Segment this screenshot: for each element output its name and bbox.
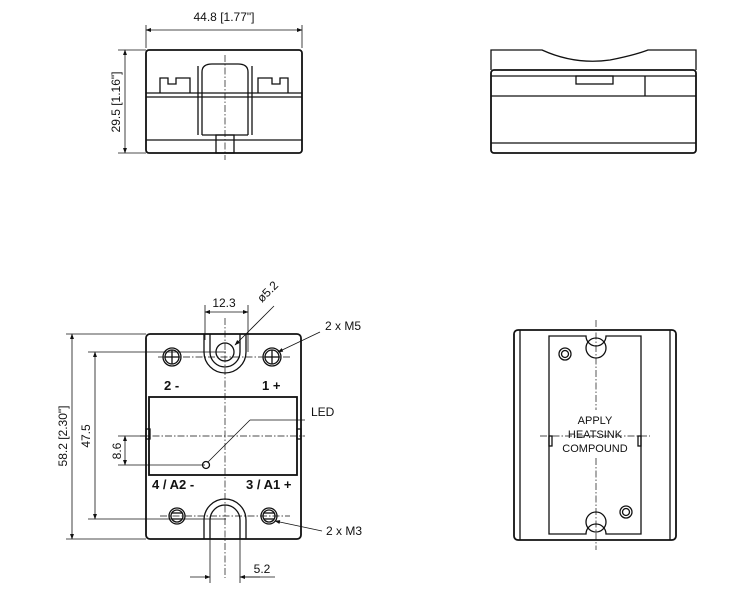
mount-pitch-dimension: 47.5 bbox=[79, 424, 93, 448]
led-callout: LED bbox=[311, 405, 335, 419]
front-height-dimension: 58.2 [2.30"] bbox=[56, 406, 70, 467]
slot-width-dimension: 5.2 bbox=[254, 562, 271, 576]
top-view-body bbox=[145, 49, 303, 154]
heatsink-label-line3: COMPOUND bbox=[562, 443, 627, 455]
terminal-1-label: 1 + bbox=[262, 378, 281, 393]
back-view: APPLY HEATSINK COMPOUND bbox=[513, 320, 677, 550]
front-view: 58.2 [2.30"] 47.5 8.6 12.3 ø5.2 bbox=[56, 278, 362, 583]
front-view-body bbox=[145, 333, 302, 540]
hole-spacing-dimension: 12.3 bbox=[212, 296, 236, 310]
heatsink-label-line1: APPLY bbox=[578, 415, 613, 427]
top-width-dimension: 44.8 [1.77"] bbox=[194, 10, 255, 24]
side-view bbox=[490, 49, 697, 154]
heatsink-label-line2: HEATSINK bbox=[568, 429, 623, 441]
top-height-dimension: 29.5 [1.16"] bbox=[109, 72, 123, 133]
side-view-body bbox=[490, 69, 697, 154]
top-view: 44.8 [1.77"] 29.5 [1.16"] bbox=[109, 10, 303, 160]
hole-diameter-callout: ø5.2 bbox=[254, 278, 281, 305]
screw-m3-callout: 2 x M3 bbox=[326, 524, 362, 538]
terminal-3-label: 3 / A1 + bbox=[246, 477, 292, 492]
led-indicator bbox=[201, 460, 211, 470]
led-offset-dimension: 8.6 bbox=[110, 442, 124, 459]
terminal-2-label: 2 - bbox=[164, 378, 179, 393]
screw-m5-callout: 2 x M5 bbox=[325, 319, 361, 333]
terminal-4-label: 4 / A2 - bbox=[152, 477, 194, 492]
back-view-body bbox=[513, 329, 677, 541]
